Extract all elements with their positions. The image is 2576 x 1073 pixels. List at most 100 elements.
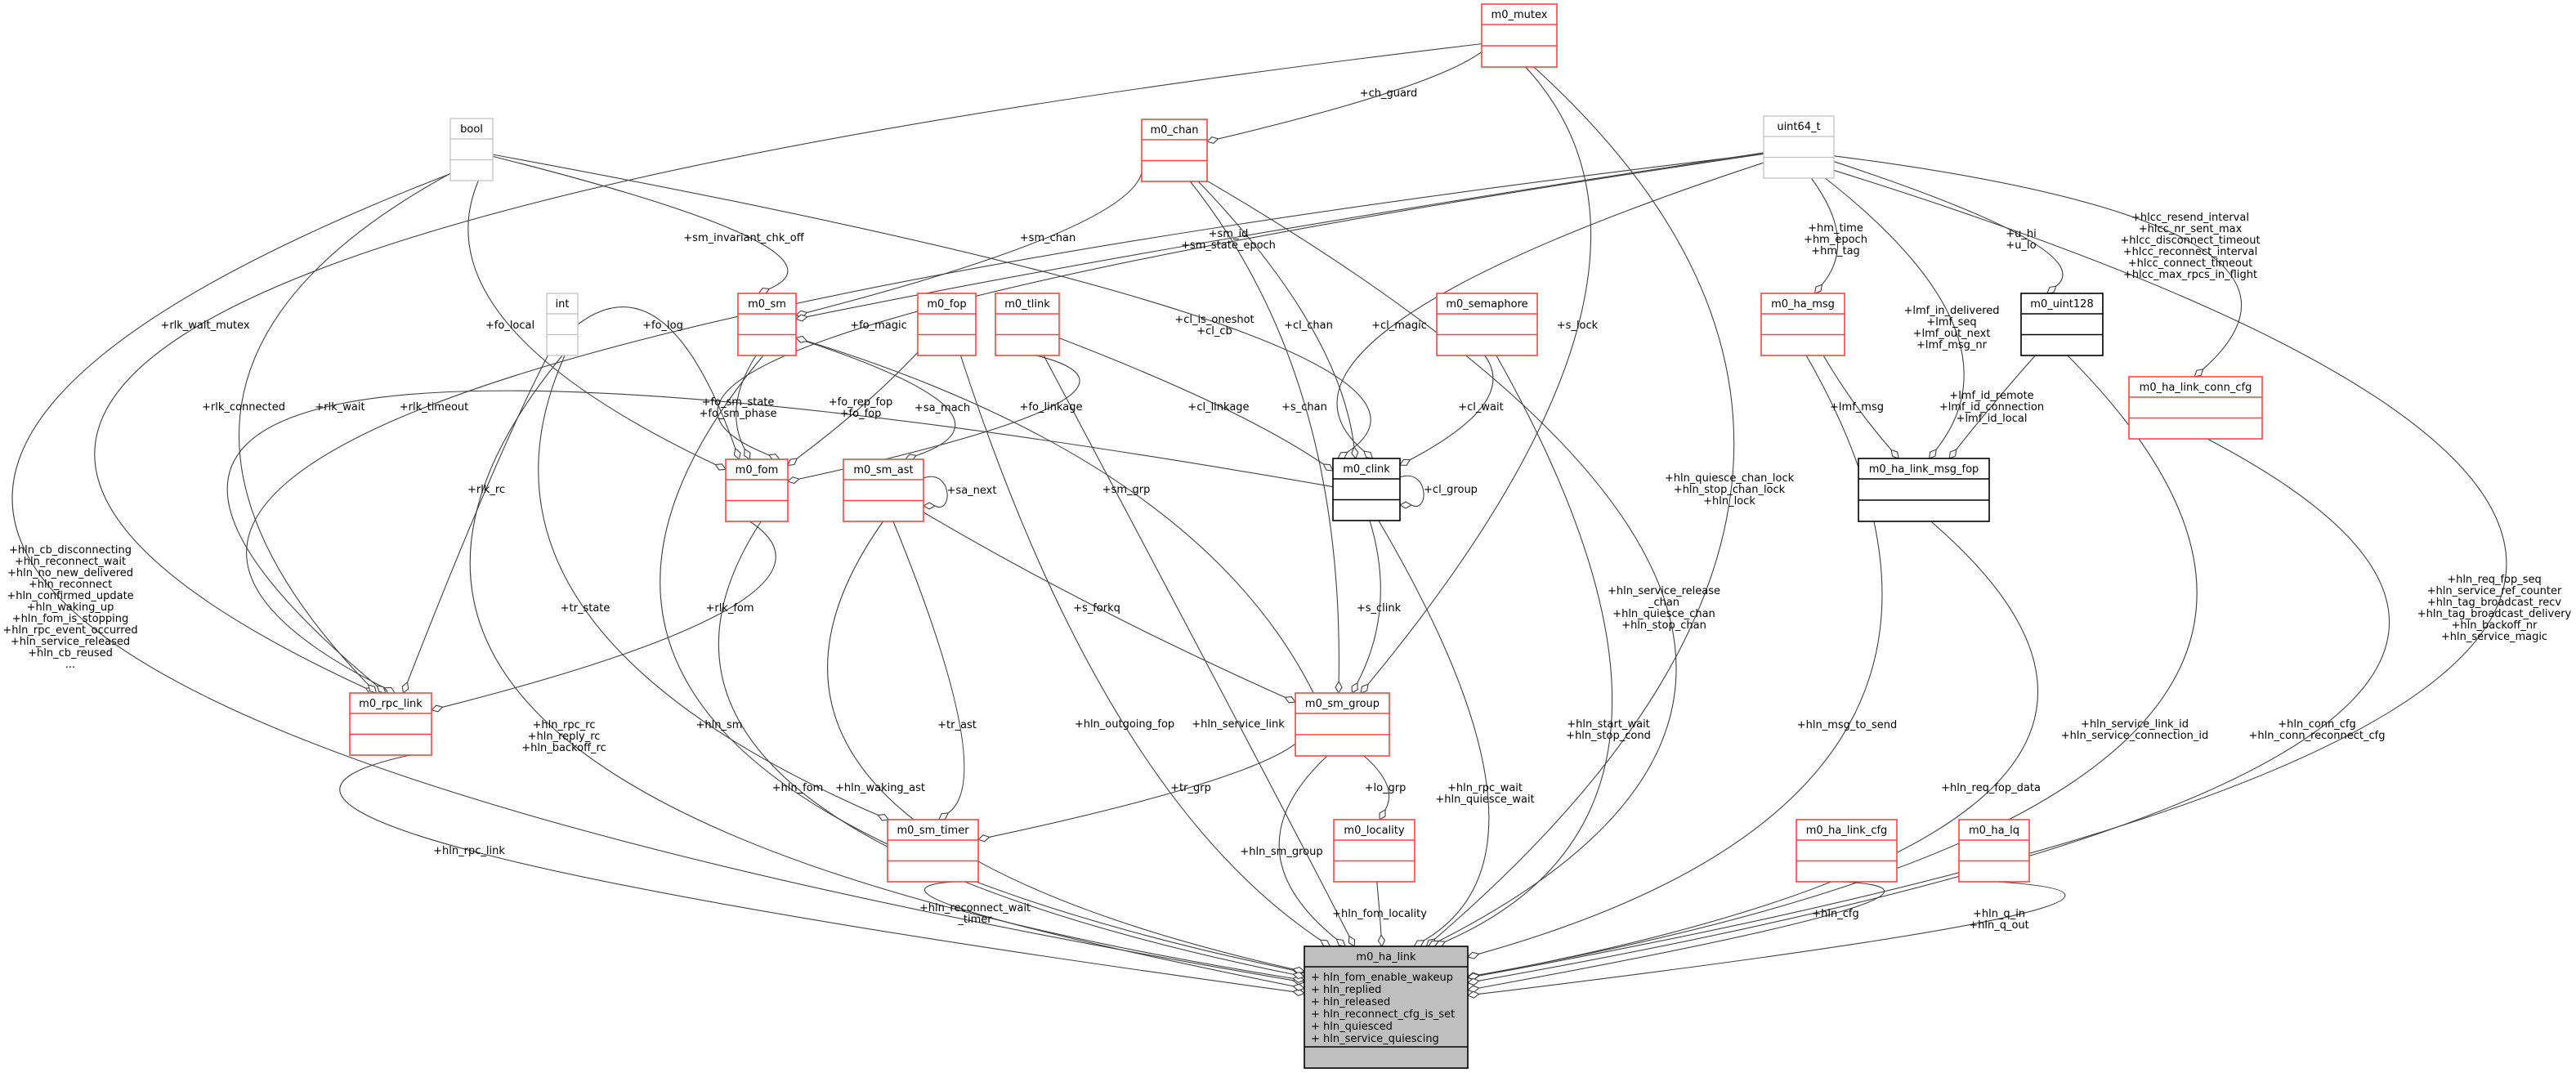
edge-label: +hln_rpc_rc (533, 719, 596, 731)
class-node-m0_ha_lq[interactable]: m0_ha_lq (1958, 819, 2030, 883)
aggregation-diamond-icon (744, 448, 751, 460)
edge-label: +s_lock (1557, 320, 1599, 332)
edge-label: +hln_fom_locality (1332, 908, 1427, 920)
edge-int-to-m0_ha_link (469, 355, 1294, 979)
edge-m0_tlink-to-m0_ha_link (1043, 355, 1350, 937)
edge-uint64_t-to-m0_uint128 (1833, 161, 2064, 287)
class-node-m0_locality[interactable]: m0_locality (1333, 819, 1415, 883)
class-node-m0_ha_link_msg_fop[interactable]: m0_ha_link_msg_fop (1858, 458, 1990, 522)
edge-label: +lmf_id_connection (1939, 401, 2044, 414)
aggregation-diamond-icon (1351, 682, 1358, 694)
edge-label: +hln_tag_broadcast_recv (2427, 597, 2561, 609)
edge-label: +hln_quiesce_wait (1435, 794, 1534, 806)
edge-label: +u_lo (2006, 239, 2036, 252)
class-box (1295, 692, 1390, 757)
aggregation-diamond-icon (367, 684, 378, 694)
class-name: uint64_t (1777, 121, 1820, 133)
edge-label: +lmf_id_local (1957, 413, 2028, 425)
edge-label: +s_clink (1357, 602, 1402, 615)
class-name: m0_semaphore (1446, 298, 1527, 311)
edge-label: +sm_state_epoch (1181, 239, 1276, 252)
edge-label: +hln_service_ref_counter (2427, 585, 2562, 597)
edge-label: +rlk_wait_mutex (160, 320, 249, 332)
class-node-m0_ha_link[interactable]: + hln_fom_enable_wakeup+ hln_replied+ hl… (1304, 946, 1469, 1069)
edge-m0_sm_timer-to-m0_ha_link (924, 881, 1294, 987)
class-node-m0_uint128[interactable]: m0_uint128 (2020, 293, 2104, 356)
edge-m0_tlink-to-m0_clink (1058, 338, 1324, 465)
edge-m0_ha_msg-to-m0_ha_link_msg_fop (1822, 355, 1892, 450)
edge-label: +hln_reconnect (29, 579, 112, 591)
class-node-m0_sm[interactable]: m0_sm (737, 293, 797, 356)
class-node-m0_ha_link_conn_cfg[interactable]: m0_ha_link_conn_cfg (2128, 376, 2263, 440)
edge-label: +hlcc_max_rpcs_in_flight (2123, 269, 2257, 281)
edge-m0_sm_group-to-m0_sm_timer (989, 743, 1296, 838)
aggregation-diamond-icon (1398, 501, 1413, 509)
edge-label: +hln_req_fop_data (1941, 782, 2041, 794)
edge-label: +hln_rpc_link (433, 845, 505, 857)
class-box (1436, 293, 1538, 356)
class-node-uint64_t[interactable]: uint64_t (1763, 115, 1835, 179)
class-node-m0_ha_msg[interactable]: m0_ha_msg (1760, 293, 1845, 356)
edge-label: +cl_chan (1284, 320, 1333, 332)
edge-label: +fo_linkage (1020, 401, 1083, 414)
edge-m0_sm_group-to-m0_locality (1363, 755, 1390, 811)
aggregation-diamond-icon (401, 681, 409, 695)
edge-label: +lmf_out_next (1913, 328, 1991, 340)
aggregation-diamond-icon (1205, 136, 1219, 145)
class-node-m0_rpc_link[interactable]: m0_rpc_link (349, 692, 432, 756)
edge-m0_chan-to-m0_ha_link (1206, 180, 1677, 942)
edge-label: +hln_service_link_id (2081, 718, 2189, 731)
aggregation-diamond-icon (1928, 449, 1937, 459)
edge-label: +hln_stop_cond (1566, 730, 1651, 742)
class-box (1760, 293, 1845, 356)
aggregation-diamond-icon (1399, 458, 1411, 466)
class-node-m0_sm_timer[interactable]: m0_sm_timer (887, 819, 979, 883)
class-node-m0_semaphore[interactable]: m0_semaphore (1436, 293, 1538, 356)
aggregation-diamond-icon (2194, 368, 2204, 378)
edge-label: +hln_req_fop_seq (2447, 574, 2542, 586)
edge-label: +hln_service_link (1192, 718, 1285, 731)
edge-label: +hln_conn_cfg (2278, 718, 2356, 731)
edge-uint64_t-to-m0_ha_link_conn_cfg (1833, 155, 2243, 370)
class-node-m0_fop[interactable]: m0_fop (917, 293, 977, 356)
aggregation-diamond-icon (1351, 445, 1359, 460)
class-node-bool[interactable]: bool (449, 118, 494, 181)
edge-m0_sm_group-to-m0_sm (807, 340, 1314, 694)
class-box (2020, 293, 2104, 356)
edge-m0_locality-to-m0_ha_link (1376, 881, 1382, 936)
class-box (843, 458, 924, 522)
class-node-m0_sm_group[interactable]: m0_sm_group (1295, 692, 1390, 757)
edge-m0_sm_group-to-m0_ha_link (1278, 755, 1337, 940)
class-attribute: + hln_released (1311, 996, 1390, 1008)
class-name: m0_mutex (1491, 9, 1548, 21)
edge-m0_sm-to-m0_ha_link (660, 355, 1294, 971)
edge-label: +hlcc_disconnect_timeout (2120, 235, 2260, 247)
class-attribute: + hln_quiesced (1311, 1021, 1393, 1033)
edge-label: +fo_local (485, 320, 534, 332)
class-node-m0_mutex[interactable]: m0_mutex (1481, 3, 1558, 68)
edge-m0_fom-to-m0_rpc_link (442, 521, 776, 708)
class-node-m0_ha_link_cfg[interactable]: m0_ha_link_cfg (1796, 819, 1898, 883)
edge-label: +hln_no_new_delivered (7, 567, 133, 579)
aggregation-diamond-icon (1466, 985, 1480, 993)
edge-label: +hln_service_released (11, 636, 130, 648)
edge-label: +hln_reconnect_wait (919, 902, 1031, 914)
class-node-m0_sm_ast[interactable]: m0_sm_ast (843, 458, 924, 522)
class-node-int[interactable]: int (546, 293, 579, 356)
class-node-m0_chan[interactable]: m0_chan (1141, 118, 1208, 182)
edge-m0_uint128-to-m0_ha_link (1478, 355, 2198, 976)
aggregation-diamond-icon (1322, 463, 1334, 472)
edge-bool-to-m0_clink (492, 154, 1371, 453)
class-attribute: + hln_service_quiescing (1311, 1033, 1439, 1045)
edge-uint64_t-to-m0_rpc_link (246, 153, 1764, 689)
edge-label: +lmf_msg_nr (1916, 339, 1988, 351)
class-node-m0_clink[interactable]: m0_clink (1332, 458, 1401, 521)
edge-label: +hln_cb_disconnecting (9, 544, 132, 557)
edge-label: ... (65, 659, 75, 671)
class-node-m0_fom[interactable]: m0_fom (725, 458, 789, 522)
class-box (917, 293, 977, 356)
class-attribute: + hln_replied (1311, 984, 1381, 996)
class-node-m0_tlink[interactable]: m0_tlink (995, 293, 1060, 356)
edge-label: +hln_waking_ast (835, 782, 925, 794)
